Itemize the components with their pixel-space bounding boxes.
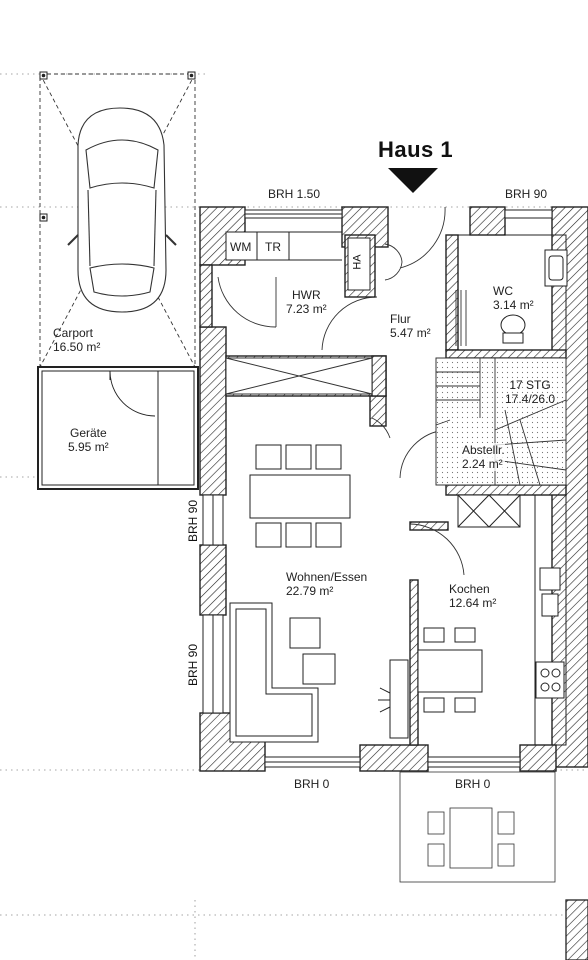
room-kochen-area: 12.64 m² xyxy=(449,596,497,610)
room-stg-name: 17 STG xyxy=(509,378,551,392)
room-wc-area: 3.14 m² xyxy=(493,298,534,312)
flur-stair-lines xyxy=(455,290,467,346)
beam-cross xyxy=(225,357,373,395)
room-geraete-name: Geräte xyxy=(70,426,107,440)
room-wohnen: Wohnen/Essen 22.79 m² xyxy=(286,570,367,598)
wc-fixtures xyxy=(457,234,568,351)
room-abstellr-name: Abstellr. xyxy=(462,443,505,457)
lamp-rays xyxy=(378,687,391,713)
room-flur-name: Flur xyxy=(390,312,411,326)
room-hwr-name: HWR xyxy=(292,288,321,302)
room-abstellr: Abstellr. 2.24 m² xyxy=(462,443,505,471)
room-hwr-area: 7.23 m² xyxy=(286,302,327,316)
neighbour-wall xyxy=(565,899,588,960)
room-wohnen-area: 22.79 m² xyxy=(286,584,334,598)
room-stg: 17 STG 17.4/26.0 xyxy=(505,378,555,406)
dining-set xyxy=(249,444,351,548)
window-label-top-right: BRH 90 xyxy=(505,187,548,201)
room-wc-name: WC xyxy=(493,284,513,298)
geraete-shed xyxy=(37,366,199,490)
kitchen-counters xyxy=(457,494,567,746)
kitchen-table xyxy=(389,627,483,739)
wm-tr-fixtures xyxy=(225,231,342,261)
room-kochen: Kochen 12.64 m² xyxy=(449,582,496,610)
room-carport: Carport 16.50 m² xyxy=(53,326,100,354)
entrance-arrow-icon xyxy=(388,168,438,193)
room-hwr: HWR 7.23 m² xyxy=(286,288,327,316)
windows xyxy=(202,209,553,768)
room-flur: Flur 5.47 m² xyxy=(390,312,431,340)
post-markers xyxy=(39,71,196,222)
car-icon xyxy=(67,107,177,313)
room-geraete: Geräte 5.95 m² xyxy=(68,426,109,454)
ha-box xyxy=(347,237,371,291)
room-carport-area: 16.50 m² xyxy=(53,340,101,354)
terrace xyxy=(399,771,556,883)
window-label-left-upper: BRH 90 xyxy=(186,499,201,543)
window-label-bottom-right: BRH 0 xyxy=(455,777,491,791)
room-geraete-area: 5.95 m² xyxy=(68,440,109,454)
fixture-ha: HA xyxy=(351,254,364,270)
window-label-bottom-left: BRH 0 xyxy=(294,777,330,791)
room-abstellr-area: 2.24 m² xyxy=(462,457,503,471)
fixture-wm: WM xyxy=(230,240,252,254)
room-carport-name: Carport xyxy=(53,326,94,340)
house-title: Haus 1 xyxy=(378,137,454,162)
room-wohnen-name: Wohnen/Essen xyxy=(286,570,368,584)
room-flur-area: 5.47 m² xyxy=(390,326,431,340)
fixture-tr: TR xyxy=(265,240,281,254)
window-label-left-lower: BRH 90 xyxy=(186,643,201,687)
window-label-top-left: BRH 1.50 xyxy=(268,187,321,201)
sofa xyxy=(229,602,336,743)
room-wc: WC 3.14 m² xyxy=(493,284,534,312)
room-stg-area: 17.4/26.0 xyxy=(505,392,556,406)
room-kochen-name: Kochen xyxy=(449,582,490,596)
